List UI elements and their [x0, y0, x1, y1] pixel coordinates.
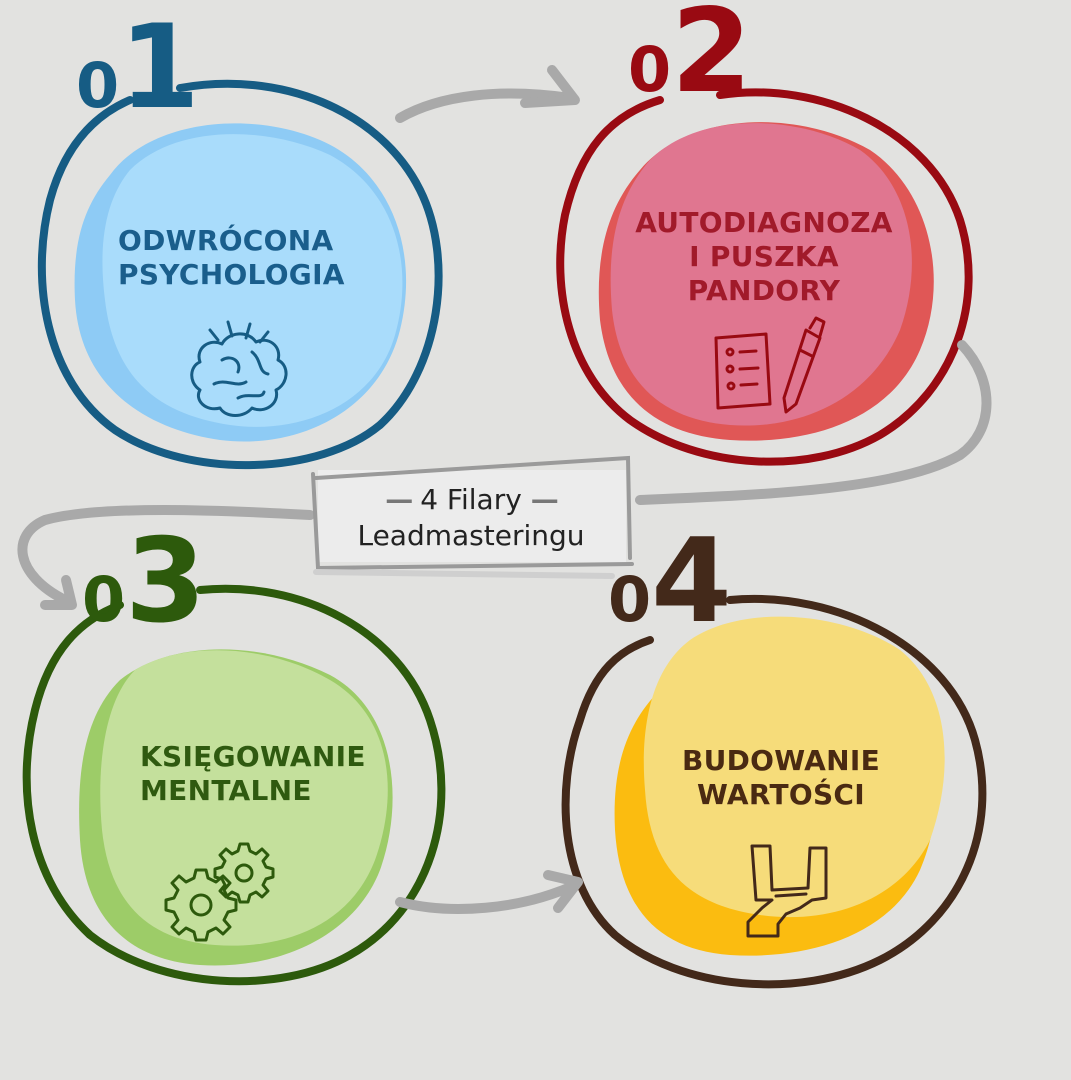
pillar-4-number: 04 — [608, 524, 732, 640]
arrow-3-to-4-head — [543, 870, 583, 913]
center-box-frame — [311, 455, 634, 579]
title-dash-left: — — [385, 483, 413, 516]
pillar-1-graphic — [37, 79, 443, 469]
pillar-2-label-line-1: AUTODIAGNOZA — [635, 206, 893, 239]
pillar-1-label-line-1: ODWRÓCONA — [118, 224, 334, 257]
checklist-pen-icon — [714, 316, 826, 414]
center-title-box: — 4 Filary — Leadmasteringu — [312, 464, 630, 568]
pillar-1-blob — [102, 134, 403, 427]
pillar-2-blob — [610, 123, 912, 426]
pillar-4-label-line-1: BUDOWANIE — [681, 744, 881, 777]
pillar-3-ring — [22, 584, 446, 986]
center-title: — 4 Filary — Leadmasteringu — [312, 482, 630, 554]
title-dash-right: — — [530, 483, 559, 516]
arrow-1-to-2-head — [520, 65, 580, 108]
pillar-4-number-prefix: 0 — [608, 563, 652, 636]
pillar-2-number-prefix: 0 — [628, 33, 672, 106]
pillar-4-number-digit: 4 — [651, 514, 732, 649]
arrow-2-to-center — [635, 340, 992, 505]
pillar-3-label-line-2: MENTALNE — [140, 774, 312, 807]
pillar-2-graphic — [556, 88, 973, 466]
pillar-3-number: 03 — [82, 524, 206, 640]
arrow-center-to-3-head — [40, 575, 77, 610]
pillar-1-label: ODWRÓCONA PSYCHOLOGIA — [118, 224, 345, 292]
pillar-2-label-line-3: PANDORY — [687, 274, 841, 307]
arrow-1-to-2 — [395, 88, 575, 123]
pillar-3-number-digit: 3 — [125, 514, 206, 649]
pillar-3-number-prefix: 0 — [82, 563, 126, 636]
arrow-center-to-3 — [17, 505, 315, 605]
pillar-1-ring — [37, 79, 443, 469]
pillar-2-ring — [556, 88, 973, 466]
pillar-1-number-prefix: 0 — [76, 49, 120, 122]
gears-icon — [164, 842, 275, 942]
pillar-4-graphic — [561, 594, 987, 989]
title-line-2: Leadmasteringu — [357, 519, 585, 552]
pillar-1-number-digit: 1 — [119, 0, 200, 135]
pillar-3-blob — [100, 650, 388, 946]
pillar-1-label-line-2: PSYCHOLOGIA — [118, 258, 345, 291]
brain-icon — [190, 320, 288, 417]
pillar-1-number: 01 — [76, 10, 200, 126]
title-line-1: 4 Filary — [420, 483, 522, 516]
pillar-2-label-line-2: I PUSZKA — [689, 240, 839, 273]
arrow-3-to-4 — [395, 880, 580, 914]
pillar-3-label: KSIĘGOWANIE MENTALNE — [140, 740, 366, 808]
pillar-4-blob — [643, 616, 945, 918]
pillar-4-ring — [561, 594, 987, 989]
pillar-3-graphic — [22, 584, 446, 986]
pillar-3-label-line-1: KSIĘGOWANIE — [140, 740, 366, 773]
pillar-2-number: 02 — [628, 0, 752, 110]
bridge-icon — [746, 844, 828, 938]
pillar-2-number-digit: 2 — [671, 0, 752, 119]
pillar-2-label: AUTODIAGNOZA I PUSZKA PANDORY — [626, 206, 902, 308]
center-title-line-1: — 4 Filary — — [312, 482, 630, 518]
pillar-4-label-line-2: WARTOŚCI — [696, 778, 866, 811]
connector-arrows — [17, 65, 992, 914]
pillar-4-label: BUDOWANIE WARTOŚCI — [676, 744, 886, 812]
